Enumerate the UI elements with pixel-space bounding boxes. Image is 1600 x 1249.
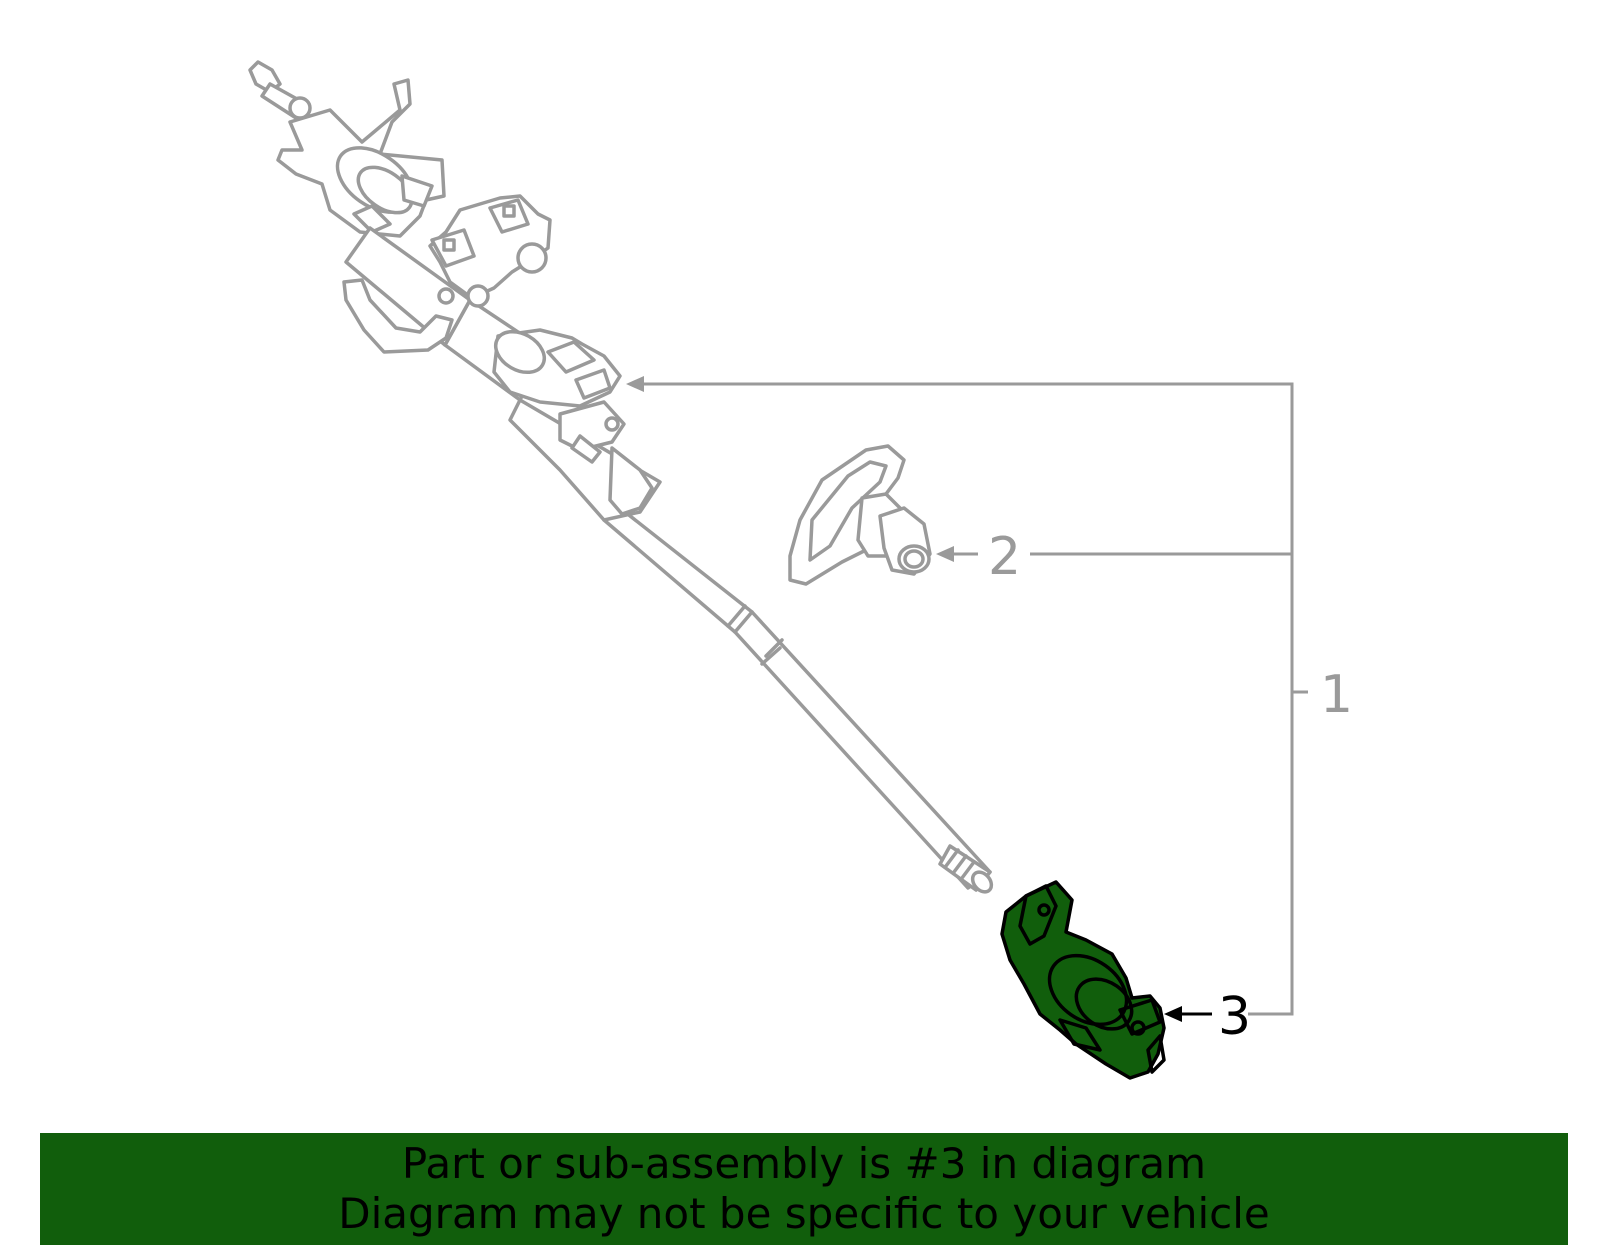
info-banner: Part or sub-assembly is #3 in diagram Di… xyxy=(40,1133,1568,1245)
column-bracket-part-2 xyxy=(788,444,932,586)
arrowhead-3 xyxy=(1164,1006,1182,1022)
callout-number-1: 1 xyxy=(1320,665,1353,725)
callout-arrowheads xyxy=(626,376,1182,1022)
callout-leaders xyxy=(630,382,1308,1016)
universal-joint-part-3 xyxy=(1000,880,1166,1080)
banner-line-disclaimer: Diagram may not be specific to your vehi… xyxy=(338,1189,1270,1238)
arrowhead-1 xyxy=(626,376,644,392)
callout-number-2: 2 xyxy=(988,527,1021,587)
callout-number-3: 3 xyxy=(1218,987,1251,1047)
leader-line-1 xyxy=(630,382,1294,1016)
steering-column-assembly xyxy=(248,60,994,894)
banner-line-part-number: Part or sub-assembly is #3 in diagram xyxy=(401,1139,1207,1188)
arrowhead-2 xyxy=(936,546,954,562)
